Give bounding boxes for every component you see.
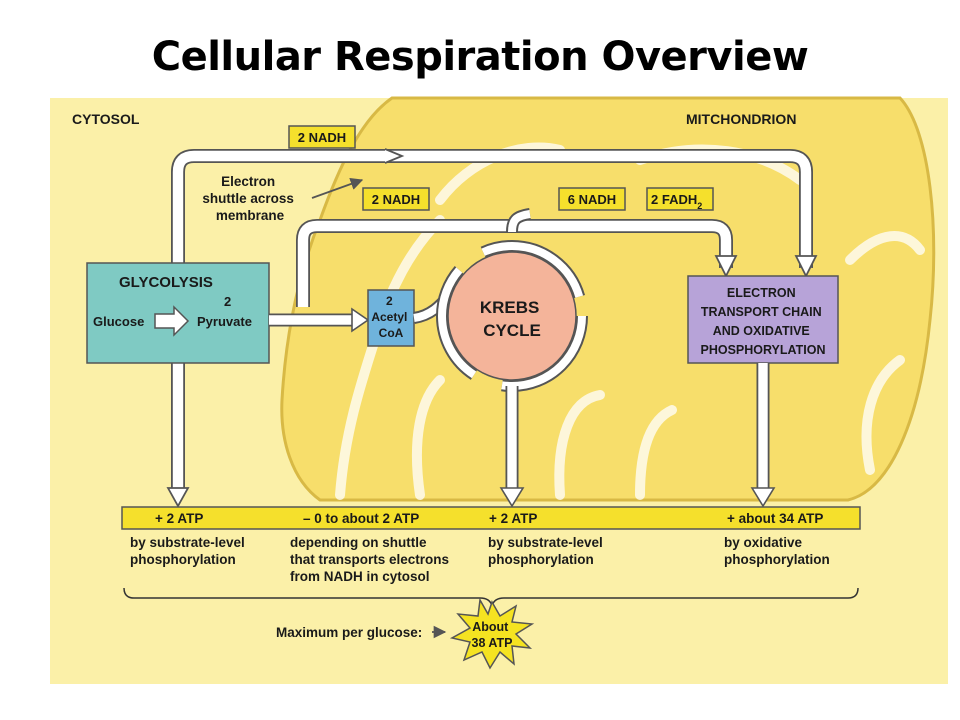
krebs-line-1: KREBS <box>480 298 540 317</box>
nadh-arrow <box>296 208 738 307</box>
etc-line-4: PHOSPHORYLATION <box>700 343 825 357</box>
shuttle-line-2: shuttle across <box>202 191 294 206</box>
note-shuttle-3: from NADH in cytosol <box>290 569 430 584</box>
note-oxidative-2: phosphorylation <box>724 552 830 567</box>
glucose-pyruvate-arrow <box>154 305 190 337</box>
note-shuttle-2: that transports electrons <box>290 552 449 567</box>
page-title: Cellular Respiration Overview <box>151 34 809 80</box>
etc-line-2: TRANSPORT CHAIN <box>701 305 822 319</box>
svg-text:About 38 ATP: About 38 ATP <box>472 620 513 650</box>
etc-box: ELECTRON TRANSPORT CHAIN AND OXIDATIVE P… <box>687 275 839 364</box>
note-shuttle: depending on shuttle that transports ele… <box>290 535 453 584</box>
cytosol-label: CYTOSOL <box>72 111 140 127</box>
fadh-text: 2 FADH2 <box>651 192 702 211</box>
nadh-top-box: 2 NADH <box>288 125 356 149</box>
note-krebs-1: by substrate-level <box>488 535 603 550</box>
glucose-label: Glucose <box>93 314 144 329</box>
pyruvate-label: Pyruvate <box>197 314 252 329</box>
etc-line-3: AND OXIDATIVE <box>713 324 810 338</box>
acetyl-line-2: Acetyl <box>371 310 407 324</box>
atp-glycolysis: + 2 ATP <box>155 511 203 526</box>
krebs-down-arrow <box>499 386 525 508</box>
acetyl-coa-box: 2 Acetyl CoA <box>367 289 415 347</box>
atp-krebs: + 2 ATP <box>489 511 537 526</box>
fadh-box: 2 FADH2 <box>646 187 714 211</box>
shuttle-line-3: membrane <box>216 208 285 223</box>
shuttle-arrow <box>166 148 818 508</box>
atp-shuttle: – 0 to about 2 ATP <box>303 511 419 526</box>
mitochondrion-label: MITCHONDRION <box>686 111 796 127</box>
note-krebs: by substrate-level phosphorylation <box>488 535 607 567</box>
atp-oxidative: + about 34 ATP <box>727 511 823 526</box>
shuttle-line-1: Electron <box>221 174 275 189</box>
note-glycolysis-1: by substrate-level <box>130 535 245 550</box>
note-krebs-2: phosphorylation <box>488 552 594 567</box>
cristae-folds <box>335 142 925 500</box>
shuttle-text: Electron shuttle across membrane <box>202 174 297 223</box>
nadh-krebs-box: 6 NADH <box>558 187 626 211</box>
nadh-top-text: 2 NADH <box>298 130 346 145</box>
etc-line-1: ELECTRON <box>727 286 796 300</box>
svg-text:KREBS CYCLE: KREBS CYCLE <box>480 298 544 340</box>
star-line-1: About <box>472 620 509 634</box>
acetyl-line-1: 2 <box>386 294 393 308</box>
note-glycolysis-2: phosphorylation <box>130 552 236 567</box>
glycolysis-count: 2 <box>224 294 231 309</box>
note-oxidative-1: by oxidative <box>724 535 803 550</box>
glycolysis-title: GLYCOLYSIS <box>119 274 213 291</box>
summary-label: Maximum per glucose: <box>276 625 422 640</box>
nadh-mid-box: 2 NADH <box>362 187 430 211</box>
atp-bar: + 2 ATP – 0 to about 2 ATP + 2 ATP + abo… <box>121 506 861 530</box>
etc-down-arrow <box>750 363 776 508</box>
note-oxidative: by oxidative phosphorylation <box>724 535 830 567</box>
acetyl-line-3: CoA <box>379 326 404 340</box>
pyruvate-acetyl-arrow <box>269 307 370 333</box>
star-line-2: 38 ATP <box>472 636 513 650</box>
atp-starburst: About 38 ATP <box>449 597 535 670</box>
svg-text:2 Acetyl CoA: 2 Acetyl CoA <box>371 294 410 340</box>
svg-text:ELECTRON TRANSPORT CHAIN: ELECTRON TRANSPORT CHAIN AND OXIDATIVE P… <box>700 286 825 357</box>
krebs-line-2: CYCLE <box>483 321 541 340</box>
nadh-krebs-text: 6 NADH <box>568 192 616 207</box>
nadh-mid-text: 2 NADH <box>372 192 420 207</box>
glycolysis-box: GLYCOLYSIS 2 Glucose Pyruvate <box>86 262 270 364</box>
note-glycolysis: by substrate-level phosphorylation <box>130 535 249 567</box>
note-shuttle-1: depending on shuttle <box>290 535 427 550</box>
shuttle-pointer <box>311 177 364 199</box>
